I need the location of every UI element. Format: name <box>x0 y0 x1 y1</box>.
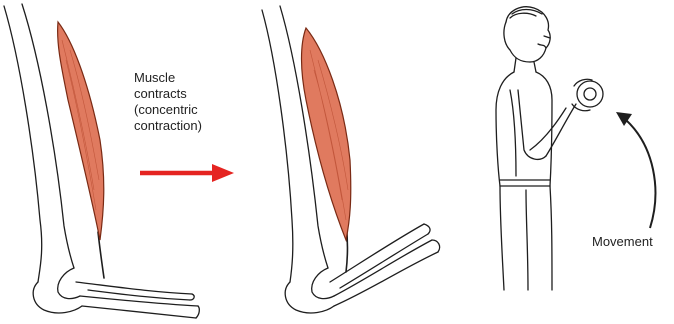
contraction-label-line: (concentric <box>134 102 202 118</box>
tendon <box>98 232 104 278</box>
right-arrow-icon <box>140 164 234 182</box>
back-outline <box>496 72 514 186</box>
elbow-condyle <box>312 268 334 299</box>
elbow-condyle <box>58 268 80 299</box>
person-curling-dumbbell-illustration <box>496 7 603 290</box>
curved-arrow-icon <box>616 112 655 228</box>
ulna-upper <box>80 296 198 306</box>
contracted-arm-illustration <box>262 6 440 313</box>
elbow-joint <box>285 282 334 313</box>
contraction-label-line: contraction) <box>134 118 202 134</box>
chest-outline <box>536 72 552 186</box>
humerus-outline-left <box>262 10 293 282</box>
radius-upper <box>76 282 192 294</box>
ulna-lower <box>82 306 196 318</box>
biceps-relaxed <box>58 22 104 240</box>
contraction-label: Muscle contracts (concentric contraction… <box>134 70 202 134</box>
contraction-label-line: contracts <box>134 86 202 102</box>
humerus-outline-left <box>4 6 42 282</box>
contraction-label-line: Muscle <box>134 70 202 86</box>
dumbbell-plate <box>577 81 603 107</box>
movement-label: Movement <box>592 234 653 250</box>
biceps-contracted <box>302 28 351 240</box>
